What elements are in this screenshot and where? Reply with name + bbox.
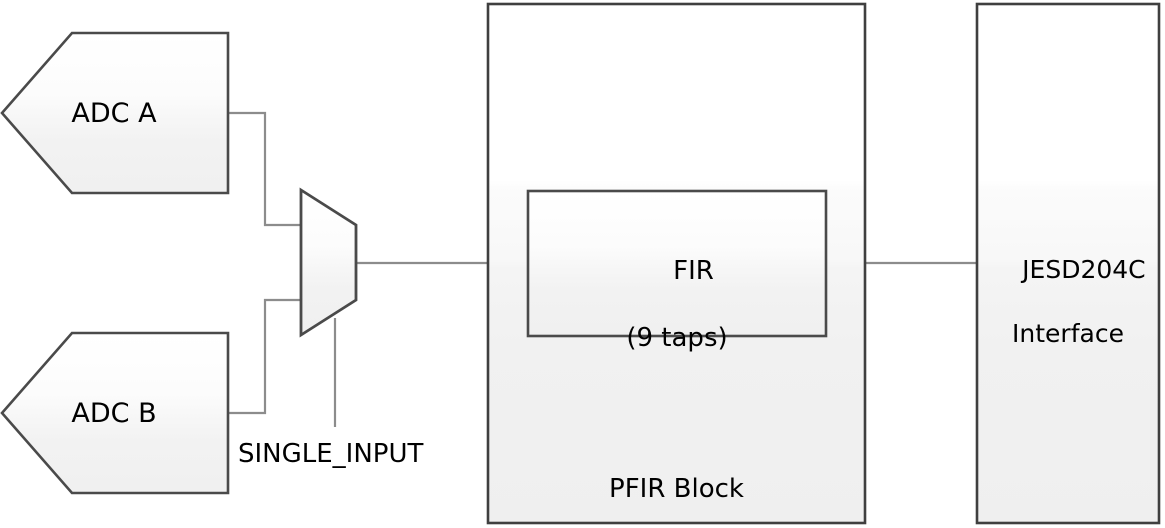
- block-fir[interactable]: [526, 189, 828, 338]
- block-jesd204c-interface[interactable]: [975, 2, 1161, 525]
- wire-adc-b-to-mux: [228, 298, 302, 415]
- block-multiplexer[interactable]: [299, 187, 358, 338]
- block-adc-a[interactable]: [0, 31, 230, 195]
- block-adc-b[interactable]: [0, 331, 230, 495]
- wire-adc-a-to-mux: [228, 111, 302, 227]
